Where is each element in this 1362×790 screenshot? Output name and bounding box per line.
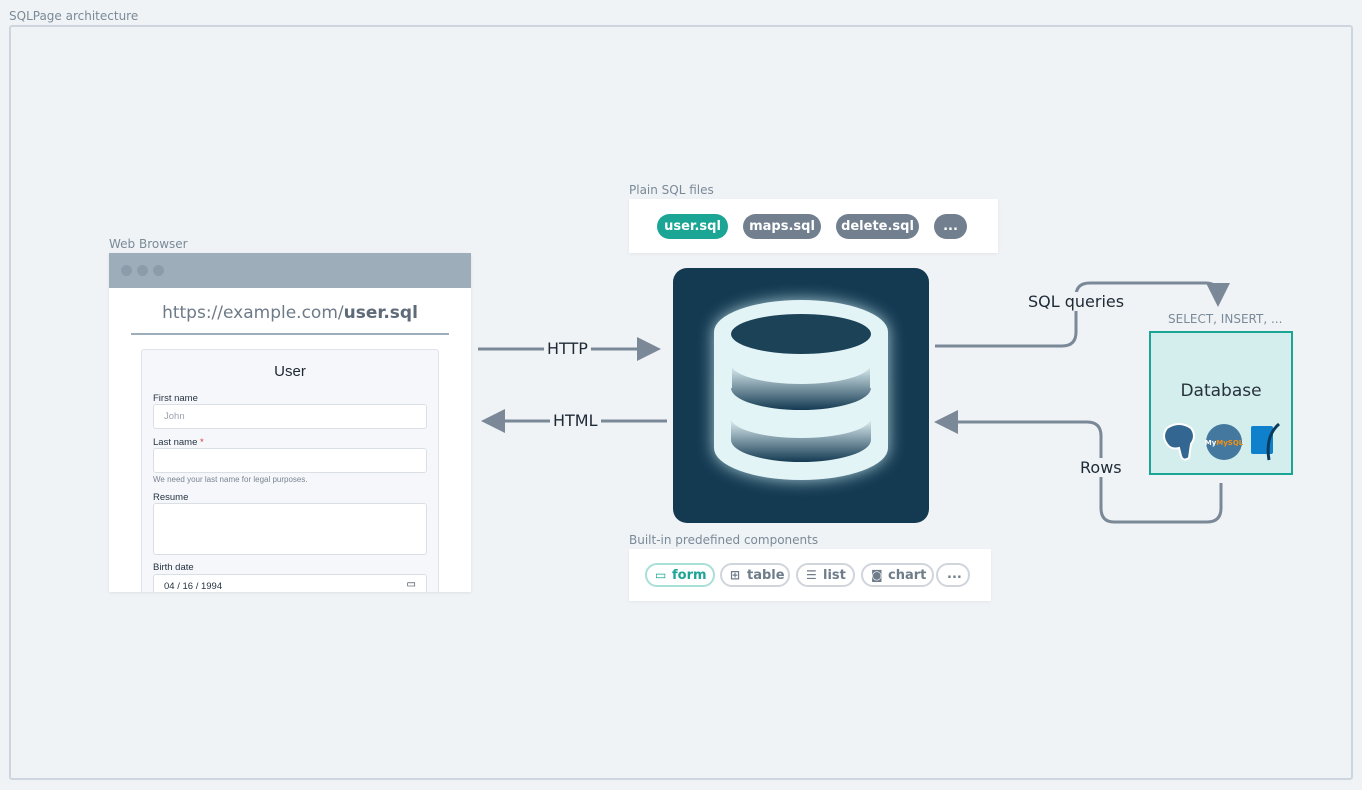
rows-label: Rows [1077, 458, 1125, 477]
birth-date-label: Birth date [153, 562, 194, 573]
url-file: user.sql [343, 303, 418, 323]
browser-label: Web Browser [109, 237, 188, 251]
address-underline [131, 333, 449, 335]
calendar-icon: ▭ [406, 579, 416, 590]
component-chart[interactable]: ◙ chart [861, 563, 934, 587]
http-label: HTTP [544, 339, 591, 358]
sql-file-maps[interactable]: maps.sql [743, 214, 821, 239]
database-glow-icon [714, 300, 888, 480]
sqlpage-server [673, 268, 929, 523]
database-caption: SELECT, INSERT, ... [1168, 312, 1283, 326]
component-label: list [823, 568, 846, 583]
component-more[interactable]: ... [936, 563, 970, 587]
mysql-logo-icon: MyMySQL [1205, 424, 1244, 460]
form-title: User [274, 363, 306, 380]
resume-label: Resume [153, 492, 189, 503]
birth-date-value: 04 / 16 / 1994 [164, 581, 223, 592]
rows-arrow [934, 410, 1223, 524]
first-name-input[interactable]: John [153, 404, 427, 429]
sql-queries-label: SQL queries [1025, 292, 1128, 311]
last-name-input[interactable] [153, 448, 427, 473]
sql-files-label: Plain SQL files [629, 183, 714, 197]
postgresql-logo-icon [1163, 423, 1195, 461]
list-icon: ☰ [806, 568, 817, 582]
resume-textarea[interactable] [153, 503, 427, 555]
svg-text:MyMySQL: MyMySQL [1205, 439, 1244, 447]
component-label: form [672, 568, 707, 583]
component-form[interactable]: ▭ form [645, 563, 715, 587]
diagram-frame [9, 25, 1353, 780]
user-form: User First name John Last name * We need… [141, 349, 439, 592]
database-title: Database [1180, 381, 1262, 401]
database-box: Database MyMySQL [1149, 331, 1293, 475]
birth-date-input[interactable]: 04 / 16 / 1994 ▭ [153, 574, 427, 592]
sqlite-logo-icon [1251, 422, 1281, 461]
first-name-placeholder: John [164, 411, 185, 422]
sql-queries-arrow [935, 281, 1230, 348]
form-icon: ▭ [655, 568, 667, 582]
required-mark: * [200, 437, 204, 448]
last-name-label: Last name [153, 437, 198, 448]
window-dot-icon [137, 265, 148, 276]
components-box: ▭ form ⊞ table ☰ list ◙ chart ... [629, 549, 991, 601]
web-browser: https://example.com/user.sql User First … [109, 253, 471, 592]
browser-titlebar [109, 253, 471, 288]
sql-file-delete[interactable]: delete.sql [836, 214, 919, 239]
window-dot-icon [153, 265, 164, 276]
chart-icon: ◙ [871, 568, 883, 582]
component-label: table [747, 568, 785, 583]
url-prefix: https://example.com/ [162, 303, 344, 323]
window-dot-icon [121, 265, 132, 276]
component-table[interactable]: ⊞ table [720, 563, 790, 587]
component-label: ... [947, 567, 962, 582]
component-list[interactable]: ☰ list [796, 563, 855, 587]
last-name-hint: We need your last name for legal purpose… [153, 475, 308, 484]
sql-files-box: user.sql maps.sql delete.sql ... [629, 199, 998, 253]
grid-icon: ⊞ [730, 568, 741, 582]
diagram-title: SQLPage architecture [9, 9, 139, 23]
sql-file-more[interactable]: ... [934, 214, 967, 239]
first-name-label: First name [153, 393, 198, 404]
html-label: HTML [550, 411, 601, 430]
sql-file-user[interactable]: user.sql [657, 214, 728, 239]
database-logos: MyMySQL [1163, 422, 1281, 461]
components-label: Built-in predefined components [629, 533, 819, 547]
address-bar[interactable]: https://example.com/user.sql [109, 303, 471, 323]
component-label: chart [888, 568, 927, 583]
